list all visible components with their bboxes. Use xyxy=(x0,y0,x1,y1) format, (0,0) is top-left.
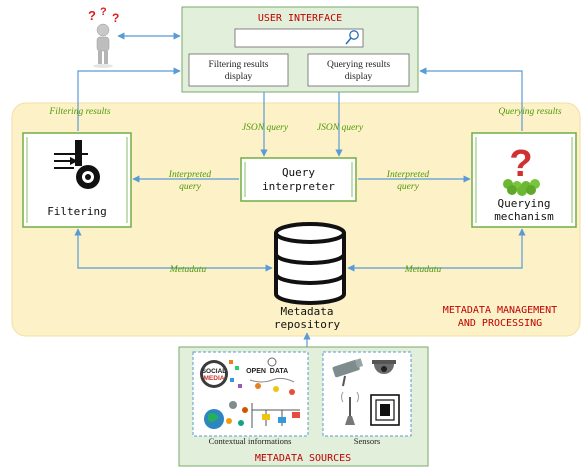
user-interface-title: USER INTERFACE xyxy=(258,13,342,24)
svg-text:?: ? xyxy=(112,11,119,25)
collage-word-media: MEDIA xyxy=(204,375,225,382)
metadata-label-left: Metadata xyxy=(169,265,207,275)
querying-mechanism-box xyxy=(471,132,577,228)
interpreted-query-right-line1: Interpreted xyxy=(386,170,430,180)
filtering-display-line1: Filtering results xyxy=(209,60,269,70)
search-icon[interactable] xyxy=(345,30,359,45)
querying-results-arrow xyxy=(419,67,523,131)
filtering-results-display xyxy=(188,53,289,87)
metadata-arrow-left xyxy=(74,228,273,272)
interpreted-query-right-line2: query xyxy=(397,182,419,192)
repository-line1: Metadata xyxy=(281,305,334,318)
interpreted-query-left-line2: query xyxy=(179,182,201,192)
camera-icon xyxy=(332,358,364,387)
sources-title: METADATA SOURCES xyxy=(255,453,351,464)
querying-display-line2: display xyxy=(345,72,373,82)
svg-text:?: ? xyxy=(509,143,532,185)
filtering-results-arrow xyxy=(77,67,181,131)
svg-text:?: ? xyxy=(100,6,107,18)
query-interpreter-line1: Query xyxy=(282,166,315,179)
json-query-label-right: JSON query xyxy=(317,123,364,133)
collage-word-open: OPEN xyxy=(246,368,266,375)
querying-results-display xyxy=(307,53,410,87)
dome-camera-icon xyxy=(372,360,396,374)
filtering-display-line2: display xyxy=(225,72,253,82)
management-title-line1: METADATA MANAGEMENT xyxy=(443,305,557,316)
query-interpreter-box xyxy=(240,157,357,202)
sensors-caption: Sensors xyxy=(354,436,380,446)
json-query-label-left: JSON query xyxy=(242,123,289,133)
querying-mechanism-line2: mechanism xyxy=(494,210,554,223)
interpreted-query-left-line1: Interpreted xyxy=(168,170,212,180)
querying-display-line1: Querying results xyxy=(327,60,390,70)
filtering-results-label: Filtering results xyxy=(48,107,110,117)
rfid-chip-icon xyxy=(370,394,400,426)
collage-word-data: DATA xyxy=(270,368,288,375)
search-input[interactable] xyxy=(234,28,364,48)
collage-word-social: SOCIAL xyxy=(202,368,227,375)
contextual-caption: Contextual informations xyxy=(209,436,292,446)
filter-gear-icon xyxy=(54,140,100,189)
metadata-label-right: Metadata xyxy=(404,265,442,275)
querying-mechanism-line1: Querying xyxy=(498,197,551,210)
metadata-arrow-right xyxy=(347,228,526,272)
querying-results-label: Querying results xyxy=(498,107,562,117)
filtering-label: Filtering xyxy=(47,205,107,218)
antenna-icon xyxy=(341,391,359,425)
management-title-line2: AND PROCESSING xyxy=(458,318,542,329)
question-mark-icon: ? xyxy=(503,143,540,196)
sensors-collage xyxy=(332,358,400,426)
query-interpreter-line2: interpreter xyxy=(262,180,335,193)
svg-text:?: ? xyxy=(88,8,96,23)
contextual-collage: SOCIAL MEDIA OPEN DATA xyxy=(200,357,300,429)
confused-user-icon: ? ? ? xyxy=(88,6,119,68)
repository-line2: repository xyxy=(274,318,341,331)
database-icon xyxy=(274,222,346,305)
management-region xyxy=(11,102,581,337)
